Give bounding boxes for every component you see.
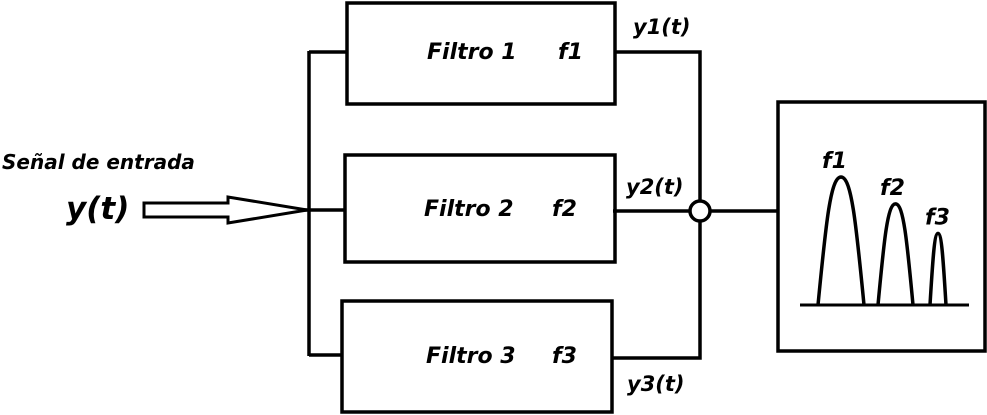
spectrum-box: f1 f2 f3: [776, 100, 987, 353]
input-bus: [300, 50, 347, 357]
spectrum-frame: [776, 100, 987, 353]
filter-1-name: Filtro 1: [427, 40, 517, 65]
input-arrow: [142, 195, 308, 225]
filter-block-3: Filtro 3 f3: [340, 299, 614, 414]
filter-3-output-label: y3(t): [627, 372, 685, 396]
output-bus: [612, 50, 780, 360]
spectrum-peak-label-2: f2: [880, 176, 905, 201]
filter-2-freq: f2: [552, 197, 577, 222]
filter-3-freq: f3: [552, 344, 577, 369]
filter-block-1: Filtro 1 f1: [345, 1, 617, 106]
spectrum-peak-1: [816, 175, 866, 306]
filter-block-2: Filtro 2 f2: [343, 153, 617, 264]
input-title: Señal de entrada: [2, 150, 195, 174]
spectrum-peaks: f1 f2 f3: [816, 149, 950, 306]
filter-2-box: [343, 153, 617, 264]
filter-2-output-label: y2(t): [626, 175, 684, 199]
filter-1-box: [345, 1, 617, 106]
filter-3-name: Filtro 3: [426, 344, 516, 369]
summing-junction: [688, 199, 712, 223]
filter-1-freq: f1: [558, 40, 583, 65]
spectrum-peak-2: [876, 202, 915, 306]
filter-1-output-label: y1(t): [633, 15, 691, 39]
spectrum-peak-label-3: f3: [925, 205, 950, 230]
filter-3-box: [340, 299, 614, 414]
filter-2-name: Filtro 2: [424, 197, 514, 222]
input-signal-label: y(t): [66, 191, 129, 227]
spectrum-peak-3: [928, 231, 948, 306]
spectrum-peak-label-1: f1: [822, 149, 847, 174]
